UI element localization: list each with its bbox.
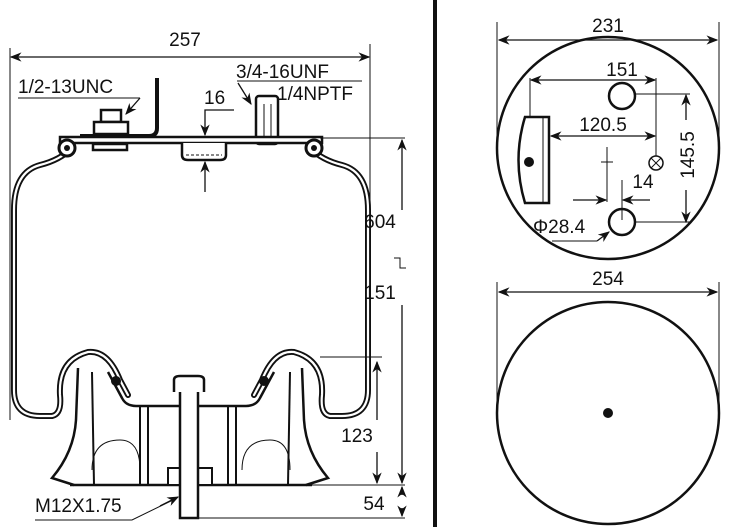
nut-icon bbox=[99, 108, 123, 124]
top-diameter-label: 231 bbox=[592, 16, 624, 37]
piston bbox=[49, 367, 331, 520]
mounting-hole bbox=[607, 81, 637, 111]
piston-height-label: 123 bbox=[341, 426, 373, 447]
center-offset-label: 14 bbox=[632, 172, 654, 193]
offset-label: 16 bbox=[204, 88, 225, 109]
compressed-height-label: 151 bbox=[364, 283, 396, 304]
stud-length-label: 54 bbox=[363, 494, 385, 515]
piston-outline bbox=[495, 300, 721, 526]
top-plate-outline bbox=[495, 35, 721, 261]
stud-bolt bbox=[178, 376, 200, 520]
top-plate-view: 231 151 120.5 145.5 14 Φ28.4 bbox=[495, 16, 721, 261]
width-dimension: 257 bbox=[9, 30, 371, 420]
center-stud-dot bbox=[603, 408, 613, 418]
width-label: 257 bbox=[169, 30, 201, 51]
piston-diameter-label: 254 bbox=[592, 269, 624, 290]
hole-spacing-y-label: 145.5 bbox=[678, 131, 699, 179]
sensor-dot bbox=[524, 157, 534, 167]
side-view: 257 1/2-13UNC 3/4-16UNF 1/4NPTF 16 bbox=[9, 30, 407, 521]
height-label: 604 bbox=[364, 212, 396, 233]
sensor-offset-label: 120.5 bbox=[579, 115, 627, 136]
break-symbol bbox=[394, 257, 406, 269]
bellows-outline bbox=[11, 138, 371, 419]
thread-right-label: 3/4-16UNF bbox=[236, 62, 329, 83]
port-label: 1/4NPTF bbox=[277, 84, 353, 105]
hole-diameter-label: Φ28.4 bbox=[533, 217, 586, 238]
thread-left-label: 1/2-13UNC bbox=[18, 77, 113, 98]
stud-thread-label: M12X1.75 bbox=[35, 496, 122, 517]
hole-spacing-x-label: 151 bbox=[606, 60, 638, 81]
air-port-icon bbox=[648, 155, 664, 171]
sensor-block bbox=[517, 115, 551, 205]
piston-bottom-view: 254 bbox=[495, 269, 721, 526]
